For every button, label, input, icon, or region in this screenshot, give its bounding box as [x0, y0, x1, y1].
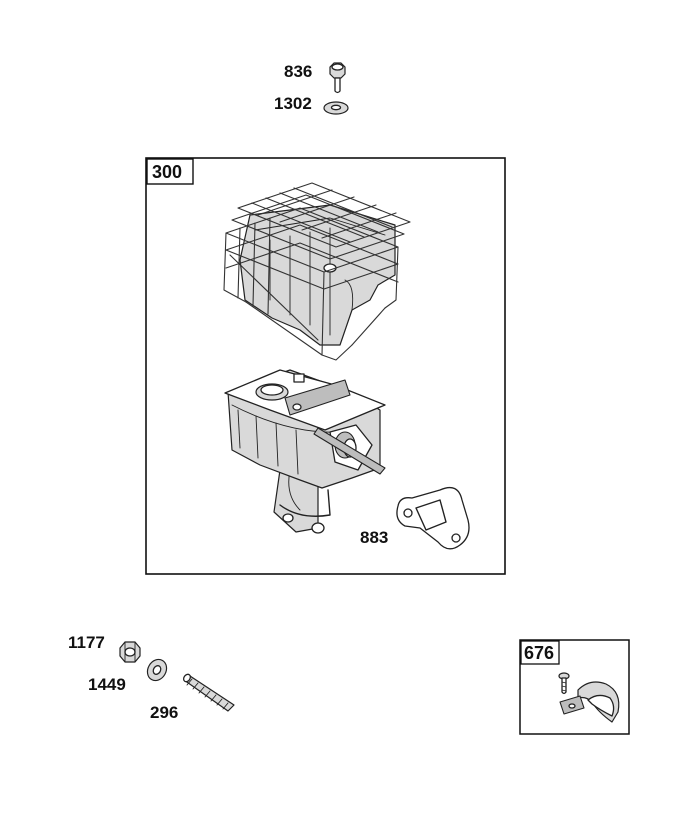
clamp-676-icon[interactable] — [558, 672, 620, 723]
part-label-836[interactable]: 836 — [284, 62, 312, 81]
clamp-kit-676-box[interactable]: 676 — [519, 639, 630, 735]
washer-1302-icon[interactable] — [323, 101, 349, 115]
part-label-1177[interactable]: 1177 — [68, 633, 105, 652]
muffler-icon[interactable] — [224, 369, 386, 534]
muffler-kit-300-box[interactable]: 300 — [145, 157, 506, 575]
part-label-1302[interactable]: 1302 — [274, 94, 312, 113]
bolt-836-icon[interactable] — [329, 62, 346, 94]
muffler-guard-icon[interactable] — [223, 182, 411, 361]
stud-296-icon[interactable] — [182, 673, 235, 712]
nut-1177-icon[interactable] — [119, 641, 141, 663]
kit-tag-300: 300 — [152, 162, 182, 182]
part-label-1449[interactable]: 1449 — [88, 675, 126, 694]
gasket-883-icon[interactable] — [396, 486, 470, 550]
washer-1449-icon[interactable] — [144, 656, 171, 684]
part-label-296[interactable]: 296 — [150, 703, 178, 722]
part-label-883[interactable]: 883 — [360, 528, 388, 547]
kit-tag-676: 676 — [524, 643, 554, 663]
